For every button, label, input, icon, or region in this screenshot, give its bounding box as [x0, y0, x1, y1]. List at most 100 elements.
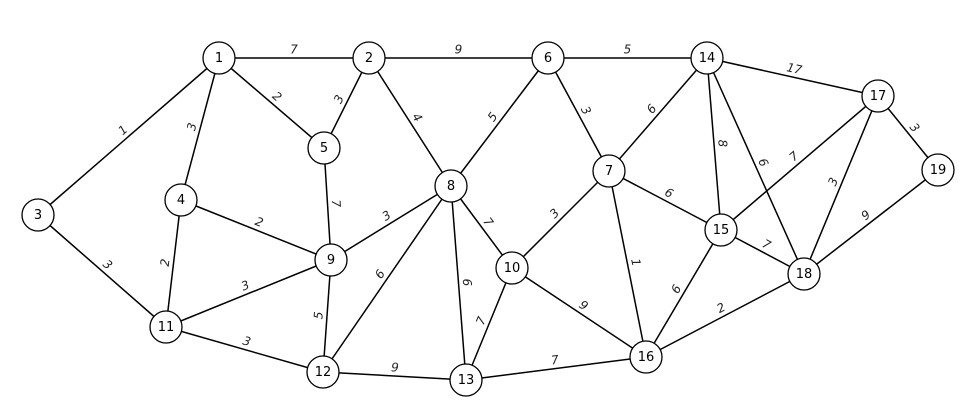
- edge-weight-7-15: 6: [662, 185, 676, 201]
- edge-14-18: [706, 57, 805, 275]
- edge-weight-3-11: 3: [100, 257, 115, 273]
- edge-7-16: [608, 170, 647, 358]
- node-label: 4: [177, 193, 185, 208]
- node-label: 8: [447, 179, 455, 194]
- node-label: 3: [34, 208, 42, 223]
- edge-weight-9-12: 5: [311, 311, 326, 320]
- edge-weight-14-15: 8: [715, 139, 730, 148]
- edge-1-4: [180, 57, 220, 201]
- edge-weight-5-9: 7: [329, 199, 343, 208]
- node-circle: [704, 213, 738, 247]
- edge-weight-4-9: 2: [253, 214, 265, 230]
- edge-4-9: [180, 199, 332, 261]
- edge-weight-8-10: 7: [480, 215, 496, 230]
- node-circle: [164, 183, 198, 217]
- edge-weight-10-13: 7: [473, 314, 489, 327]
- edge-weight-1-5: 2: [270, 89, 285, 105]
- node-10: 10: [495, 251, 529, 285]
- edge-7-15: [608, 170, 722, 231]
- edge-16-18: [645, 273, 805, 358]
- node-circle: [352, 41, 386, 75]
- node-3: 3: [21, 198, 55, 232]
- edge-weight-4-11: 2: [158, 258, 173, 267]
- node-label: 2: [365, 51, 373, 66]
- edge-weight-11-12: 3: [241, 334, 252, 350]
- edge-14-15: [706, 57, 722, 231]
- node-9: 9: [314, 243, 348, 277]
- node-label: 5: [320, 141, 328, 156]
- node-circle: [306, 355, 340, 389]
- edge-weight-1-4: 3: [184, 121, 200, 132]
- node-circle: [690, 41, 724, 75]
- edge-weight-19-18: 9: [858, 207, 873, 223]
- edge-weight-9-11: 3: [239, 278, 251, 294]
- edge-weight-2-6: 9: [455, 43, 463, 57]
- edge-8-12: [322, 185, 452, 373]
- node-circle: [495, 251, 529, 285]
- edge-weight-1-2: 7: [290, 43, 298, 57]
- node-label: 15: [713, 223, 730, 238]
- edge-weight-10-16: 9: [577, 297, 591, 313]
- node-15: 15: [704, 213, 738, 247]
- node-label: 10: [504, 261, 521, 276]
- node-label: 1: [215, 51, 223, 66]
- edge-weight-17-19: 3: [907, 120, 923, 135]
- node-7: 7: [592, 154, 626, 188]
- edge-8-9: [330, 185, 452, 261]
- node-11: 11: [149, 310, 183, 344]
- edge-10-13: [465, 267, 513, 381]
- node-label: 13: [458, 373, 475, 388]
- node-label: 7: [605, 164, 613, 179]
- edge-2-5: [323, 57, 370, 149]
- edge-weight-12-13: 9: [391, 360, 399, 374]
- edge-weight-14-7: 6: [644, 101, 660, 116]
- edge-weight-2-8: 4: [409, 110, 425, 124]
- node-8: 8: [434, 169, 468, 203]
- edge-weight-17-15: 7: [787, 148, 802, 164]
- node-label: 17: [870, 89, 887, 104]
- edge-weight-8-13: 6: [460, 278, 475, 287]
- node-circle: [21, 198, 55, 232]
- node-label: 6: [544, 51, 552, 66]
- edge-3-11: [37, 214, 167, 328]
- edge-6-7: [547, 57, 610, 172]
- edge-8-13: [450, 185, 467, 381]
- edge-weight-8-12: 6: [372, 267, 388, 282]
- edge-weight-6-8: 5: [485, 110, 501, 125]
- node-18: 18: [787, 257, 821, 291]
- edge-weight-1-3: 1: [115, 122, 130, 138]
- edge-2-8: [368, 57, 452, 187]
- node-label: 9: [327, 253, 335, 268]
- node-circle: [787, 257, 821, 291]
- edge-1-5: [218, 57, 325, 149]
- node-1: 1: [202, 41, 236, 75]
- node-4: 4: [164, 183, 198, 217]
- node-circle: [861, 79, 895, 113]
- edge-weight-13-16: 7: [550, 353, 560, 368]
- edge-12-13: [322, 371, 467, 381]
- node-label: 12: [315, 365, 332, 380]
- node-12: 12: [306, 355, 340, 389]
- edge-weight-6-14: 5: [624, 43, 632, 57]
- edge-13-16: [465, 356, 647, 381]
- edge-weight-14-17: 17: [785, 60, 803, 77]
- edge-weight-17-18: 3: [825, 175, 841, 187]
- node-circle: [314, 243, 348, 277]
- edge-9-11: [165, 259, 332, 328]
- edge-17-18: [803, 95, 879, 275]
- edges-layer: [37, 57, 939, 381]
- node-5: 5: [307, 131, 341, 165]
- edge-4-11: [165, 199, 182, 328]
- node-label: 19: [930, 163, 947, 178]
- edge-14-7: [608, 57, 708, 172]
- edge-weight-6-7: 3: [578, 104, 594, 117]
- edge-weight-7-16: 1: [628, 257, 643, 267]
- edge-8-10: [450, 185, 513, 269]
- node-label: 16: [638, 350, 655, 365]
- node-19: 19: [921, 153, 955, 187]
- node-circle: [531, 41, 565, 75]
- node-circle: [592, 154, 626, 188]
